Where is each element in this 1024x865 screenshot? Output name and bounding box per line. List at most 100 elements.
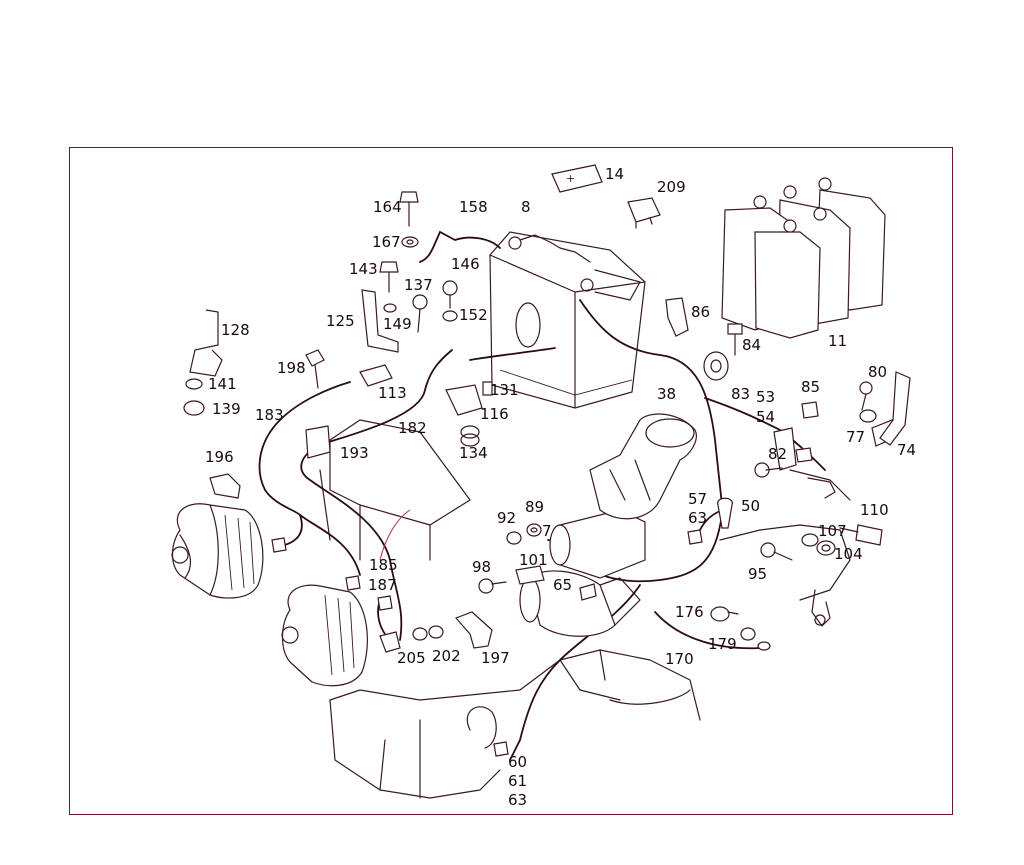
- callout-149: 149: [383, 315, 412, 333]
- callout-183: 183: [255, 406, 284, 424]
- callout-60: 60: [508, 753, 528, 771]
- bolt-143: [379, 261, 399, 293]
- callout-8: 8: [521, 198, 531, 216]
- wiring-harness: [258, 230, 826, 761]
- washer-89: [526, 523, 542, 537]
- callout-61: 61: [508, 772, 528, 790]
- connector-187: [377, 595, 393, 611]
- callout-63-lower: 63: [508, 791, 528, 809]
- nut-104: [816, 540, 836, 556]
- callout-7: 7: [542, 522, 552, 540]
- fuse-holder-50: [717, 497, 733, 529]
- callout-57: 57: [688, 490, 708, 508]
- callout-141: 141: [208, 375, 237, 393]
- callout-53: 53: [756, 388, 776, 406]
- nut-134: [460, 425, 480, 447]
- callout-146: 146: [451, 255, 480, 273]
- callout-98: 98: [472, 558, 492, 576]
- clip-86: [665, 297, 689, 337]
- plug-85: [801, 401, 819, 419]
- callout-179: 179: [708, 635, 737, 653]
- callout-152: 152: [459, 306, 488, 324]
- callout-101: 101: [519, 551, 548, 569]
- callout-158: 158: [459, 198, 488, 216]
- callout-134: 134: [459, 444, 488, 462]
- nut-141: [185, 378, 203, 390]
- connector-60-61-63: [493, 741, 509, 757]
- callout-170: 170: [665, 650, 694, 668]
- callout-202: 202: [432, 647, 461, 665]
- alternator-upper: [171, 503, 264, 599]
- washer-149: [383, 303, 397, 313]
- callout-54: 54: [756, 408, 776, 426]
- screw-80: [859, 381, 873, 411]
- bracket-196: [209, 473, 241, 499]
- callout-85: 85: [801, 378, 821, 396]
- callout-77: 77: [846, 428, 866, 446]
- callout-38: 38: [657, 385, 677, 403]
- callout-83: 83: [731, 385, 751, 403]
- bracket-74: [879, 371, 911, 446]
- nut-176: [710, 606, 739, 622]
- cap-139: [183, 400, 205, 416]
- callout-205: 205: [397, 649, 426, 667]
- callout-86: 86: [691, 303, 711, 321]
- battery-plus-mark: +: [566, 172, 575, 185]
- bolt-84: [727, 323, 743, 356]
- engine-block: [319, 419, 851, 799]
- callout-143: 143: [349, 260, 378, 278]
- screw-198: [305, 349, 325, 389]
- callout-196: 196: [205, 448, 234, 466]
- bolt-110: [839, 524, 883, 546]
- elbow-197: [454, 611, 493, 649]
- connector-53-54: [773, 427, 813, 471]
- callout-65: 65: [553, 576, 573, 594]
- nut-107: [801, 533, 819, 547]
- relay-209: [627, 197, 661, 229]
- callout-110: 110: [860, 501, 889, 519]
- cable-lug-170: [757, 641, 771, 651]
- washer-167: [401, 236, 419, 248]
- callout-182: 182: [398, 419, 427, 437]
- callout-82: 82: [768, 445, 788, 463]
- fluid-containers-11: [721, 177, 886, 339]
- callout-50: 50: [741, 497, 761, 515]
- terminal-205: [379, 631, 401, 653]
- callout-89: 89: [525, 498, 545, 516]
- callout-74: 74: [897, 441, 917, 459]
- washer-152: [442, 310, 458, 322]
- callout-92: 92: [497, 509, 517, 527]
- callout-185: 185: [369, 556, 398, 574]
- battery: [489, 231, 646, 409]
- callout-176: 176: [675, 603, 704, 621]
- callout-11: 11: [828, 332, 848, 350]
- diagram-frame: [69, 147, 953, 815]
- callout-84: 84: [742, 336, 762, 354]
- connector-65: [579, 583, 597, 601]
- bracket-128: [189, 309, 223, 377]
- callout-139: 139: [212, 400, 241, 418]
- bracket-116: [445, 384, 483, 416]
- grommet-lead: [807, 477, 836, 499]
- callout-167: 167: [372, 233, 401, 251]
- intake-pipe: [589, 413, 697, 520]
- clip-193: [305, 425, 331, 459]
- clip-113: [359, 364, 393, 387]
- callout-209: 209: [657, 178, 686, 196]
- screw-137: [412, 294, 428, 333]
- callout-198: 198: [277, 359, 306, 377]
- callout-193: 193: [340, 444, 369, 462]
- callout-197: 197: [481, 649, 510, 667]
- callout-128: 128: [221, 321, 250, 339]
- connector-57-63: [687, 529, 703, 545]
- callout-187: 187: [368, 576, 397, 594]
- bolt-98: [478, 578, 507, 594]
- battery-cover-part-14: [551, 164, 603, 193]
- bracket-125: [361, 289, 399, 353]
- callout-116: 116: [480, 405, 509, 423]
- bracket-101: [515, 565, 545, 585]
- washer-179: [740, 627, 756, 641]
- callout-107: 107: [818, 522, 847, 540]
- callout-131: 131: [490, 381, 519, 399]
